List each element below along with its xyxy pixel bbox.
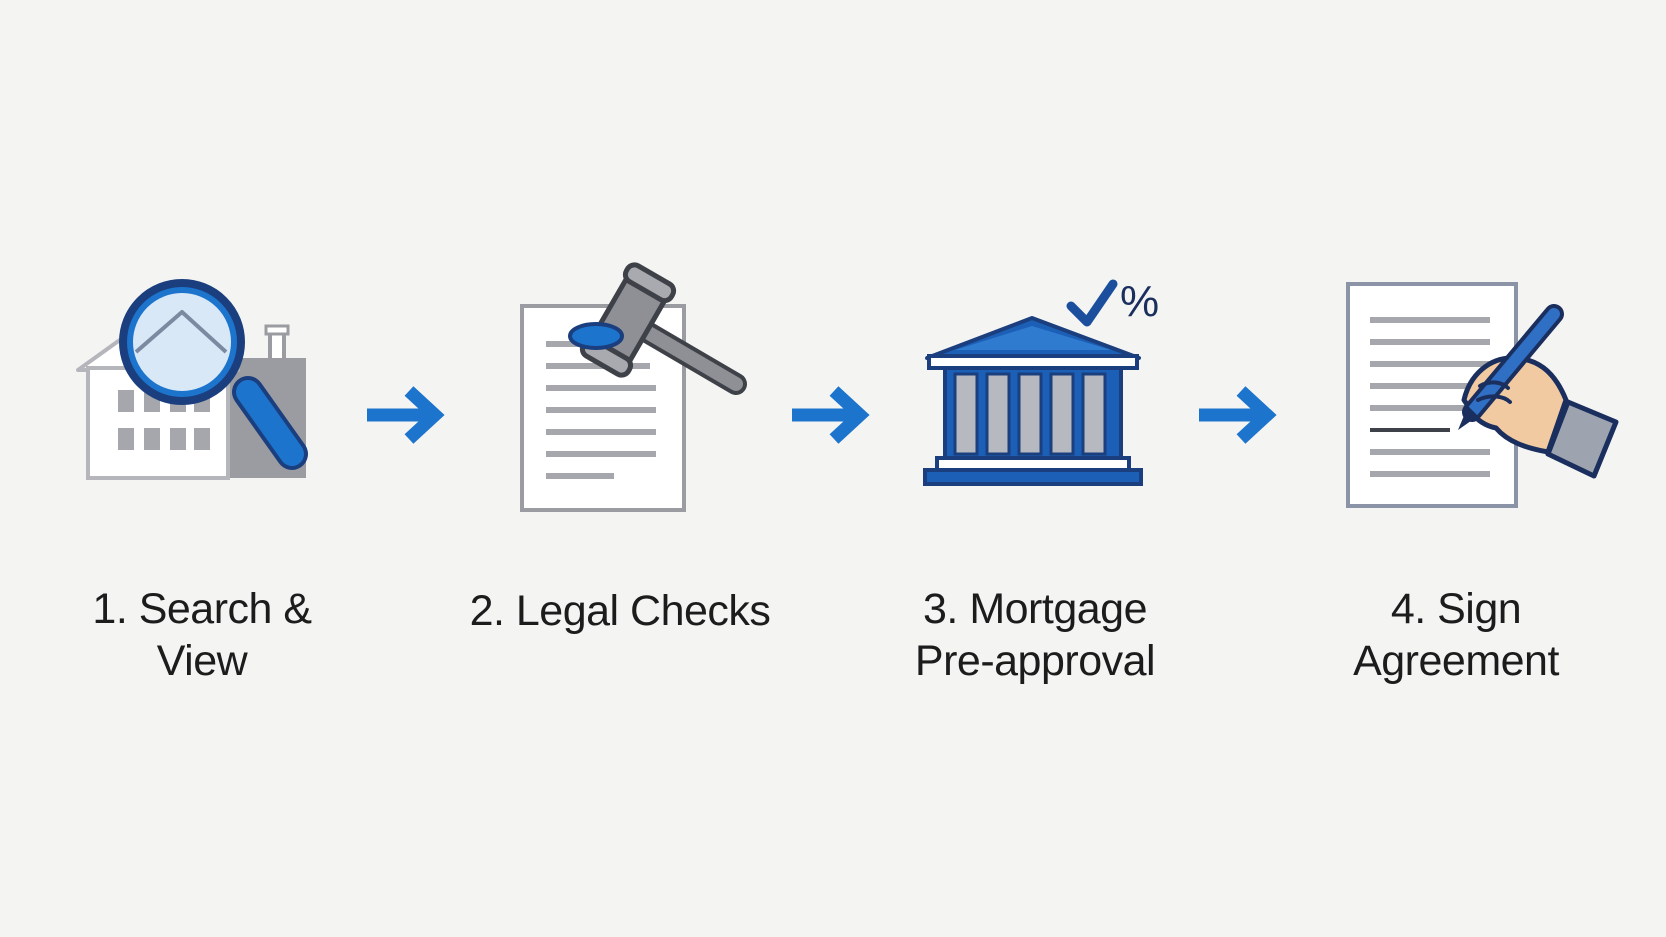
step-label-legal-checks: 2. Legal Checks	[469, 587, 771, 635]
document-gavel-icon	[520, 262, 747, 512]
bank-building-icon	[923, 279, 1143, 486]
arrow-right-icon	[792, 386, 870, 444]
step-label-search-view: 1. Search & View	[92, 585, 312, 685]
arrow-right-icon	[1199, 386, 1277, 444]
step-label-sign-agreement: 4. Sign Agreement	[1353, 585, 1559, 685]
step-label-mortgage-preapproval: 3. Mortgage Pre-approval	[914, 585, 1156, 685]
arrow-right-icon	[367, 386, 445, 444]
check-icon	[1066, 279, 1118, 327]
house-magnifier-icon	[76, 279, 308, 480]
percent-badge: %	[1120, 277, 1160, 326]
signing-document-icon	[1346, 282, 1619, 508]
